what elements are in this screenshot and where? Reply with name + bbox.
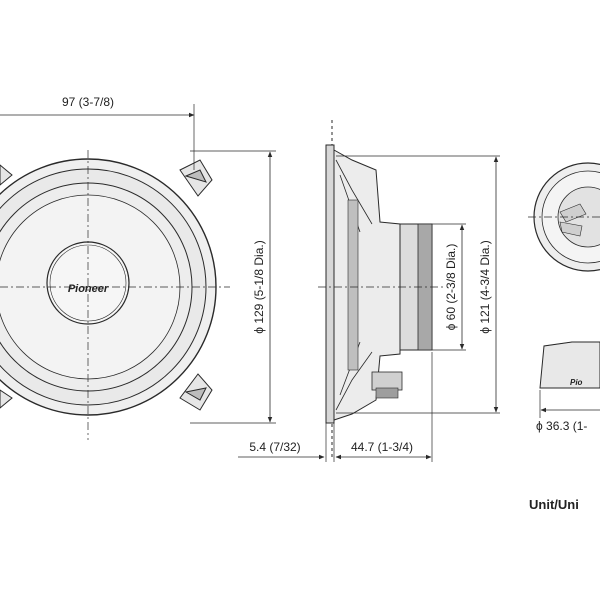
side-terminal — [371, 371, 403, 391]
mounting-tab-top — [179, 159, 213, 197]
dim-tweeter-label: ϕ 36.3 (1- — [536, 419, 587, 433]
svg-text:Pio: Pio — [570, 378, 583, 387]
dim-129-label: ϕ 129 (5-1/8 Dia.) — [252, 240, 266, 333]
dim-cutout-diameter — [336, 155, 500, 414]
dim-60-label: ϕ 60 (2-3/8 Dia.) — [444, 244, 458, 331]
dim-magnet-diameter — [432, 223, 466, 351]
tweeter-front-view — [528, 162, 600, 272]
front-view-woofer — [0, 150, 230, 440]
dim-97-label: 97 (3-7/8) — [62, 95, 114, 109]
mounting-tab-left — [0, 164, 13, 409]
tweeter-side-view: Pio — [539, 341, 600, 418]
dim-5-4-label: 5.4 (7/32) — [249, 440, 300, 454]
dim-121-label: ϕ 121 (4-3/4 Dia.) — [478, 240, 492, 333]
unit-label: Unit/Uni — [529, 497, 579, 512]
brand-logo: Pioneer — [68, 283, 109, 295]
side-view-speaker — [318, 120, 446, 460]
dim-top-width — [0, 104, 195, 170]
mounting-tab-bottom — [179, 373, 213, 411]
dim-bottom — [238, 352, 433, 462]
side-flange — [325, 144, 335, 424]
dim-44-7-label: 44.7 (1-3/4) — [351, 440, 413, 454]
dim-outer-diameter — [190, 150, 276, 424]
